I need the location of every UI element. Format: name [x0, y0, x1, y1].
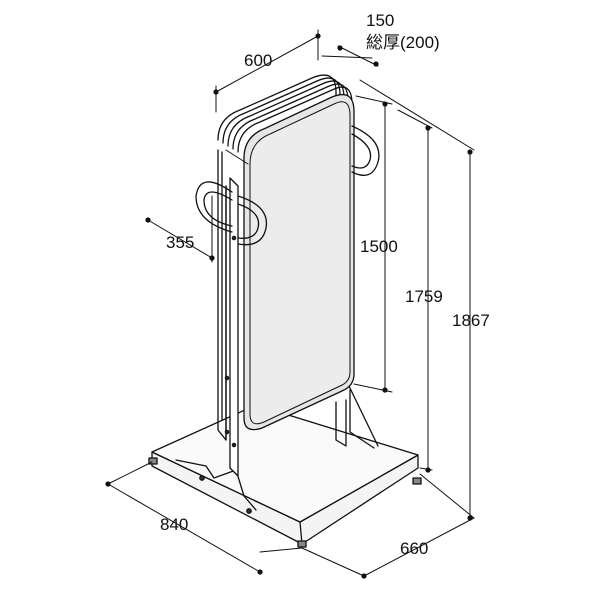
right-post [335, 383, 379, 449]
left-handle [195, 181, 268, 246]
dim-depth-panel: 150 [366, 11, 395, 30]
dim-width-top: 600 [244, 51, 273, 70]
dim-frame-height: 1759 [405, 287, 443, 306]
dim-total-thickness: 総厚(200) [366, 33, 440, 52]
dim-total-height: 1867 [452, 311, 490, 330]
dim-handle-width: 355 [166, 233, 195, 252]
dimension-dots [105, 33, 473, 579]
front-panel [243, 93, 355, 431]
panel-stack [217, 74, 353, 373]
right-handle [351, 125, 380, 176]
left-post [217, 149, 239, 477]
dim-base-depth: 660 [400, 539, 429, 558]
dim-panel-height: 1500 [360, 237, 398, 256]
dim-base-width: 840 [160, 515, 189, 534]
base-plate [148, 404, 422, 548]
dimension-lines [107, 29, 475, 577]
